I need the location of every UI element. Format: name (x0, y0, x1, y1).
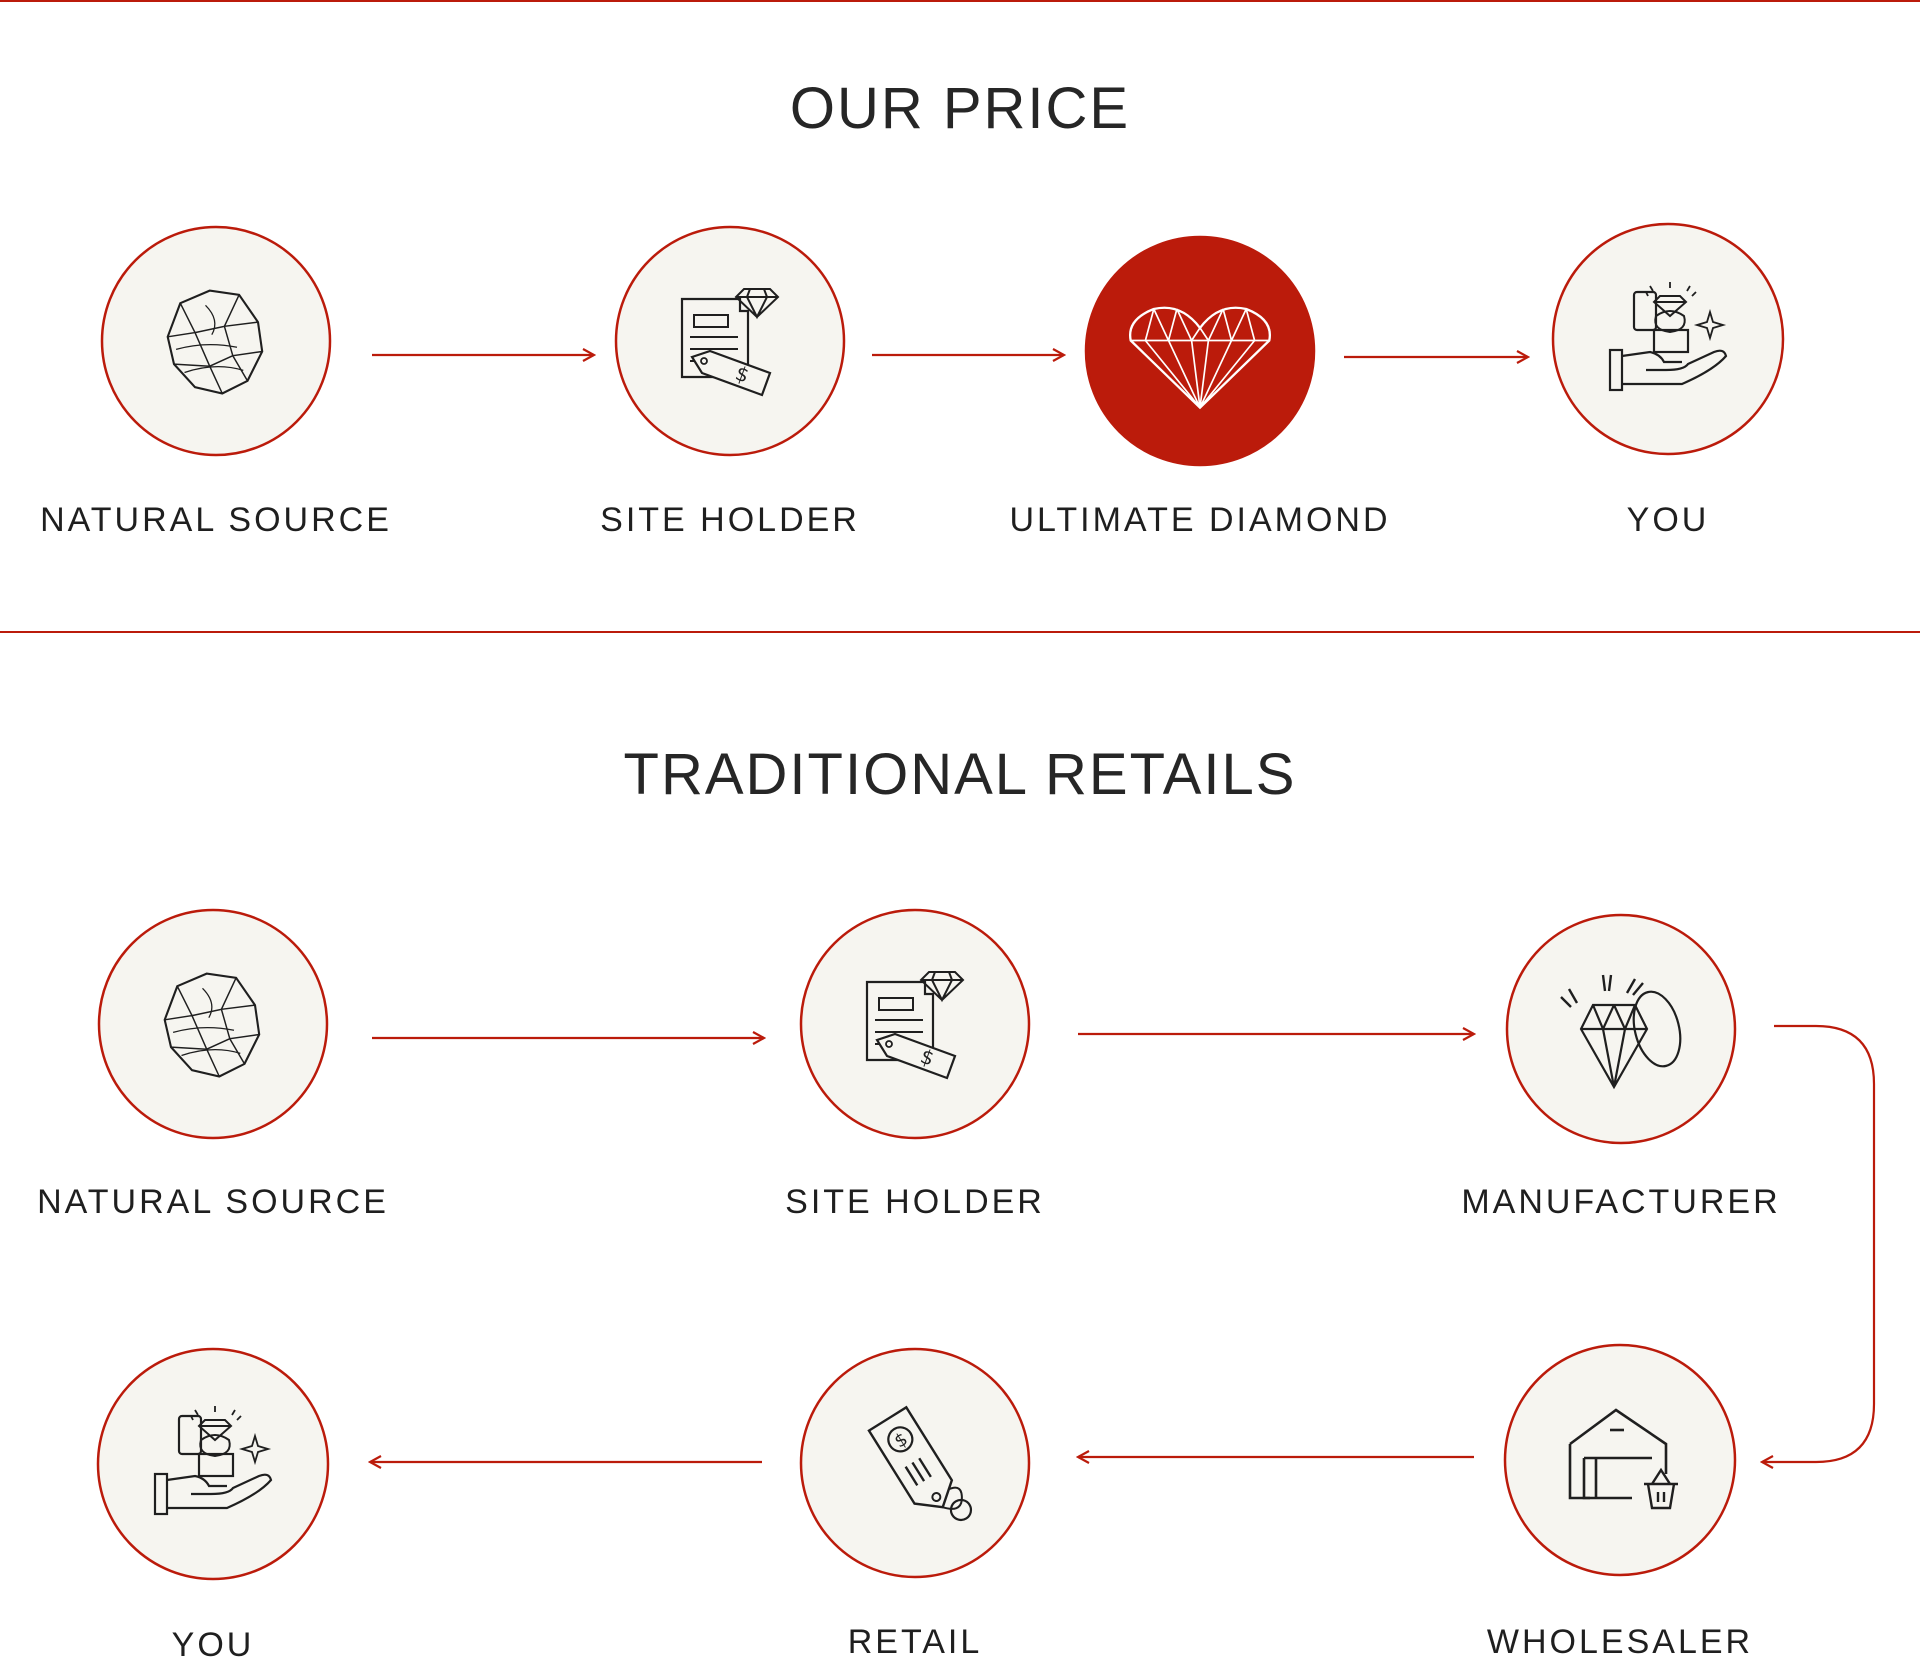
our-price-label-you: YOU (1626, 501, 1710, 539)
traditional-label-you: YOU (171, 1626, 255, 1664)
traditional-node-you (96, 1347, 330, 1581)
arrow-6-bend (1762, 1024, 1876, 1462)
traditional-node-manufacturer (1505, 913, 1737, 1145)
traditional-node-site-holder (799, 908, 1031, 1140)
our-price-label-ultimate-diamond: ULTIMATE DIAMOND (1009, 501, 1391, 539)
traditional-node-wholesaler (1503, 1343, 1737, 1577)
traditional-retails-title: TRADITIONAL RETAILS (623, 742, 1297, 807)
our-price-label-natural-source: NATURAL SOURCE (40, 501, 392, 539)
traditional-label-manufacturer: MANUFACTURER (1461, 1183, 1781, 1221)
our-price-node-site-holder (614, 225, 846, 457)
our-price-node-you (1551, 222, 1785, 456)
our-price-node-ultimate-diamond (1084, 235, 1316, 467)
traditional-label-site-holder: SITE HOLDER (785, 1183, 1045, 1221)
traditional-label-wholesaler: WHOLESALER (1486, 1623, 1754, 1661)
traditional-node-natural-source (97, 908, 329, 1140)
traditional-label-retail: RETAIL (847, 1623, 983, 1661)
our-price-title: OUR PRICE (789, 76, 1131, 141)
our-price-label-site-holder: SITE HOLDER (600, 501, 860, 539)
traditional-node-retail (799, 1347, 1031, 1579)
our-price-node-natural-source (100, 225, 332, 457)
traditional-label-natural-source: NATURAL SOURCE (37, 1183, 389, 1221)
